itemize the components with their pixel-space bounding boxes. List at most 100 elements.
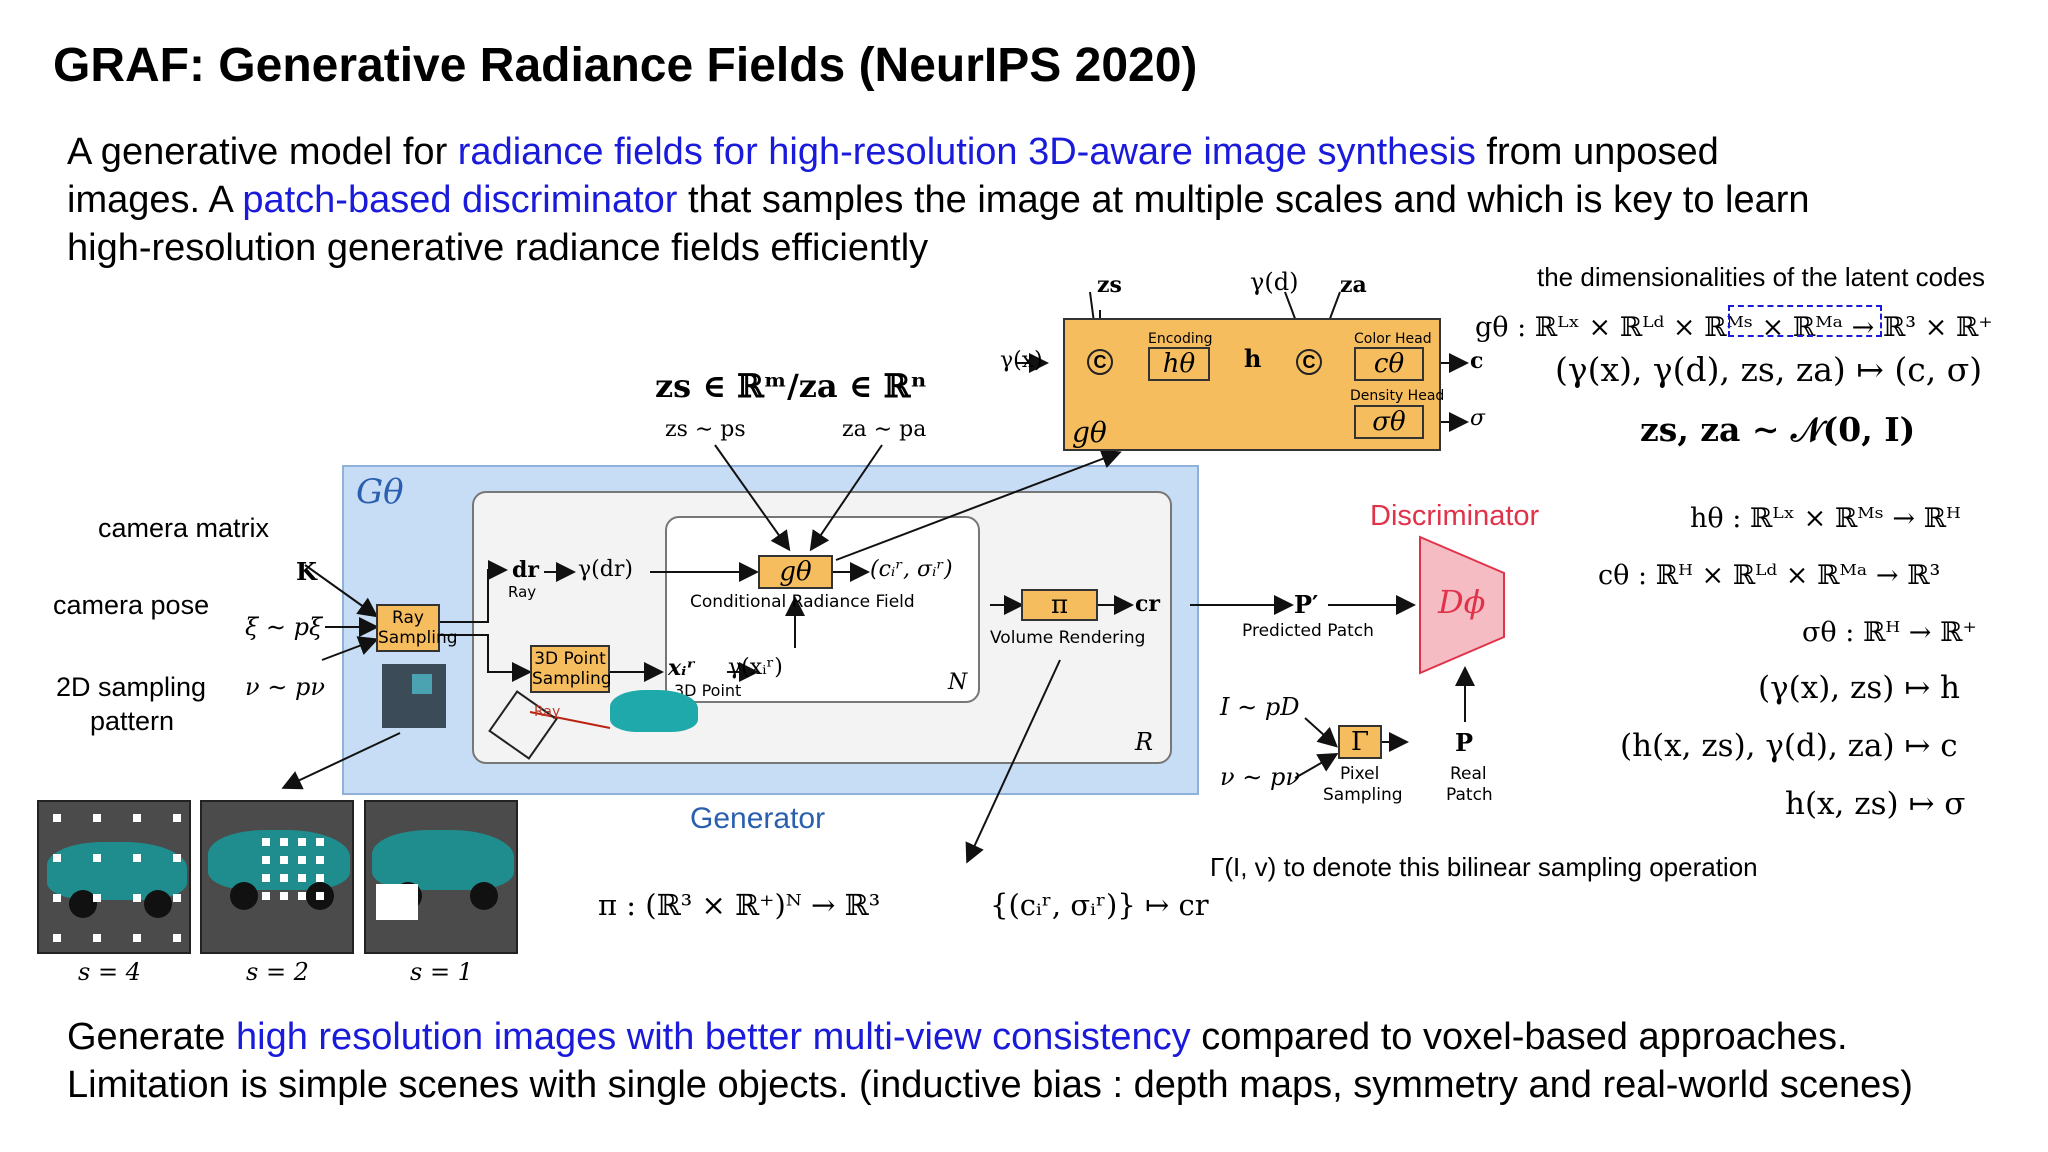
nu-dist: ν ∼ pν — [1220, 763, 1300, 791]
generator-symbol: Gθ — [356, 472, 404, 512]
conditional-radiance-field-label: Conditional Radiance Field — [690, 592, 915, 612]
gamma-dr: γ(dr) — [578, 557, 633, 582]
za-input: za — [1340, 272, 1367, 298]
sigma-theta-mapping: σθ : ℝᴴ → ℝ⁺ — [1802, 617, 1977, 648]
scale-panel-2 — [200, 800, 354, 954]
latent-dim-note: the dimensionalities of the latent codes — [1537, 262, 1986, 292]
real-patch-label: Patch — [1446, 785, 1493, 805]
h-theta-box: hθ — [1148, 347, 1210, 381]
pixel-label: Sampling — [1323, 785, 1403, 805]
g-theta-label: gθ — [1072, 416, 1107, 449]
sigma-output: σ — [1470, 406, 1486, 431]
nu-symbol: ν ∼ pν — [245, 673, 325, 701]
car-image — [208, 830, 350, 890]
pi-mapping: π : (ℝ³ × ℝ⁺)ᴺ → ℝ³ — [598, 888, 881, 922]
c-sigma-output: (cᵢʳ, σᵢʳ) — [870, 557, 953, 582]
gamma-x-input: γ(x) — [1000, 348, 1043, 373]
d-phi-symbol: Dϕ — [1438, 583, 1486, 621]
pixel-label: Pixel — [1340, 764, 1380, 784]
pi-box: π — [1021, 589, 1098, 621]
sigma-theta-box: σθ — [1354, 405, 1424, 439]
zs-input: zs — [1097, 272, 1122, 298]
sampling-label-1: 2D sampling — [56, 672, 207, 702]
gamma-box: Γ — [1338, 725, 1382, 759]
car-image — [47, 842, 187, 900]
ray-small-label: Ray — [508, 583, 537, 601]
bilinear-note: Γ(I, v) to denote this bilinear sampling… — [1210, 852, 1758, 882]
point-sampling-label: 3D Point — [534, 649, 606, 669]
n-symbol: N — [948, 670, 968, 695]
ray-sampling-label: Sampling — [378, 628, 458, 648]
scale-panel-4 — [37, 800, 191, 954]
bottom-highlight: high resolution images with better multi… — [236, 1016, 1191, 1058]
g-theta-box: gθ — [758, 555, 833, 589]
c-theta-box: cθ — [1354, 347, 1424, 381]
scale-panel-1 — [364, 800, 518, 954]
intro-highlight: patch-based discriminator — [242, 179, 678, 221]
sigma-io: h(x, zs) ↦ σ — [1785, 786, 1966, 822]
intro-text: from unposed — [1475, 131, 1719, 173]
h-theta-mapping: hθ : ℝᴸˣ × ℝᴹˢ → ℝᴴ — [1690, 503, 1961, 534]
point-sampling-label: Sampling — [532, 669, 612, 689]
point-sampling-box: 3D Point Sampling — [530, 645, 612, 693]
color-head-label: Color Head — [1354, 331, 1432, 347]
real-patch-symbol: P — [1455, 728, 1474, 757]
slide-title: GRAF: Generative Radiance Fields (NeurIP… — [53, 39, 1198, 92]
scale-label-2: s = 2 — [246, 958, 309, 986]
gamma-xr: γ(xᵢʳ) — [728, 655, 783, 680]
predicted-patch-symbol: P′ — [1294, 590, 1319, 619]
latent-space-eq: zs ∈ ℝᵐ/za ∈ ℝⁿ — [655, 367, 927, 405]
gamma-d-input: γ(d) — [1250, 268, 1299, 296]
cr-output: cr — [1135, 591, 1160, 617]
bottom-text: compared to voxel-based approaches. — [1190, 1016, 1848, 1058]
ray-sampling-label: Ray — [392, 608, 424, 628]
bottom-line-2: Limitation is simple scenes with single … — [67, 1064, 1913, 1106]
car-image — [372, 830, 514, 890]
car-icon — [610, 690, 698, 732]
bottom-line-1: Generate high resolution images with bet… — [67, 1013, 1848, 1061]
g-theta-io: (γ(x), γ(d), zs, za) ↦ (c, σ) — [1555, 350, 1983, 389]
za-dist-eq: za ∼ pa — [842, 417, 927, 442]
camera-pose-label: camera pose — [53, 590, 210, 620]
encoding-label: Encoding — [1148, 331, 1213, 347]
intro-line-3: high-resolution generative radiance fiel… — [67, 227, 929, 269]
scale-label-4: s = 4 — [78, 958, 141, 986]
sampling-label-2: pattern — [90, 706, 175, 736]
intro-line-2: images. A patch-based discriminator that… — [67, 176, 1810, 224]
xi-symbol: ξ ∼ pξ — [245, 613, 323, 641]
h-feature: h — [1244, 344, 1262, 373]
point-small-label: 3D Point — [674, 681, 742, 700]
intro-text: images. A — [67, 179, 243, 221]
r-symbol: R — [1135, 728, 1154, 756]
concat-icon: C — [1087, 349, 1113, 375]
sampling-pattern-thumb — [382, 664, 446, 728]
zs-dist-eq: zs ∼ ps — [665, 417, 746, 442]
bottom-text: Generate — [67, 1016, 236, 1058]
intro-highlight: radiance fields for high-resolution 3D-a… — [457, 131, 1476, 173]
density-head-label: Density Head — [1350, 388, 1445, 404]
volume-rendering-label: Volume Rendering — [990, 628, 1146, 648]
intro-line-1: A generative model for radiance fields f… — [67, 128, 1719, 176]
pi-io: {(cᵢʳ, σᵢʳ)} ↦ cr — [990, 888, 1209, 922]
xr-symbol: xᵢʳ — [668, 655, 696, 681]
intro-text: A generative model for — [67, 131, 458, 173]
intro-text: that samples the image at multiple scale… — [677, 179, 1810, 221]
real-patch-label: Real — [1450, 764, 1487, 784]
ray-sampling-box: Ray Sampling — [376, 604, 458, 652]
concat-icon: C — [1296, 349, 1322, 375]
ray-red-label: Ray — [534, 704, 561, 720]
h-io: (γ(x), zs) ↦ h — [1758, 670, 1960, 706]
discriminator-label: Discriminator — [1370, 500, 1540, 532]
real-image-dist: I ∼ pD — [1220, 693, 1300, 721]
latent-dim-highlight — [1728, 305, 1882, 337]
discriminator-shape — [1419, 535, 1505, 675]
c-io: (h(x, zs), γ(d), za) ↦ c — [1620, 728, 1958, 764]
dr-symbol: dr — [512, 557, 539, 583]
c-output: c — [1470, 348, 1484, 374]
z-prior: zs, za ∼ 𝒩(0, I) — [1640, 410, 1916, 449]
scale-label-1: s = 1 — [410, 958, 473, 986]
generator-label: Generator — [690, 802, 826, 835]
k-symbol: K — [296, 557, 317, 586]
predicted-patch-label: Predicted Patch — [1242, 621, 1374, 641]
